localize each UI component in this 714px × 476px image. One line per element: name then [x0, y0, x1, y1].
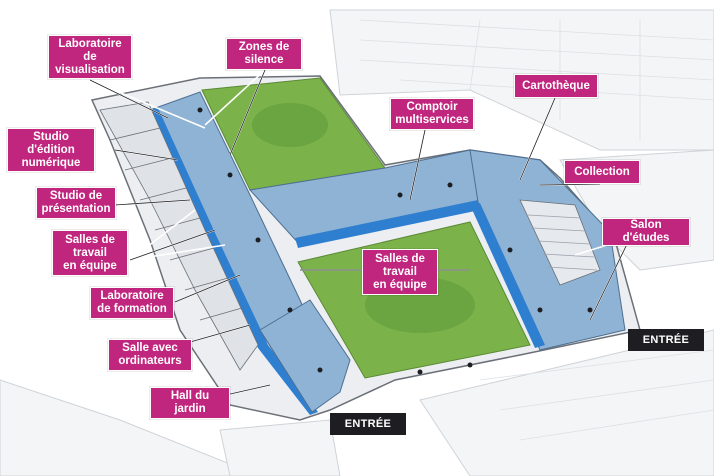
label-salles-travail-center: Salles de travail en équipe — [362, 249, 438, 295]
central-corridor-stripe — [295, 200, 480, 248]
structural-columns — [197, 107, 593, 375]
label-laboratoire-visualisation: Laboratoire de visualisation — [48, 35, 132, 79]
right-corridor — [470, 203, 545, 348]
upper-garden-trees — [252, 103, 328, 147]
left-corridor — [150, 108, 318, 415]
hall-area — [259, 299, 351, 413]
label-cartotheque: Cartothèque — [514, 74, 598, 98]
label-salon-etudes: Salon d'études — [602, 218, 690, 246]
entrance-bottom-label: ENTRÉE — [330, 413, 406, 435]
label-hall-jardin: Hall du jardin — [150, 387, 230, 419]
label-collection: Collection — [564, 160, 640, 184]
label-zones-silence: Zones de silence — [226, 38, 302, 70]
label-laboratoire-formation: Laboratoire de formation — [90, 287, 174, 319]
label-salle-ordinateurs: Salle avec ordinateurs — [108, 339, 192, 371]
entrance-right-label: ENTRÉE — [628, 329, 704, 351]
label-studio-edition-numerique: Studio d'édition numérique — [7, 128, 95, 172]
label-comptoir-multiservices: Comptoir multiservices — [390, 98, 474, 130]
label-studio-presentation: Studio de présentation — [36, 187, 116, 219]
studio-room-dividers — [109, 127, 243, 321]
label-salles-travail-left: Salles de travail en équipe — [52, 230, 128, 276]
studio-rooms — [99, 101, 259, 371]
stack-rows — [527, 214, 598, 271]
